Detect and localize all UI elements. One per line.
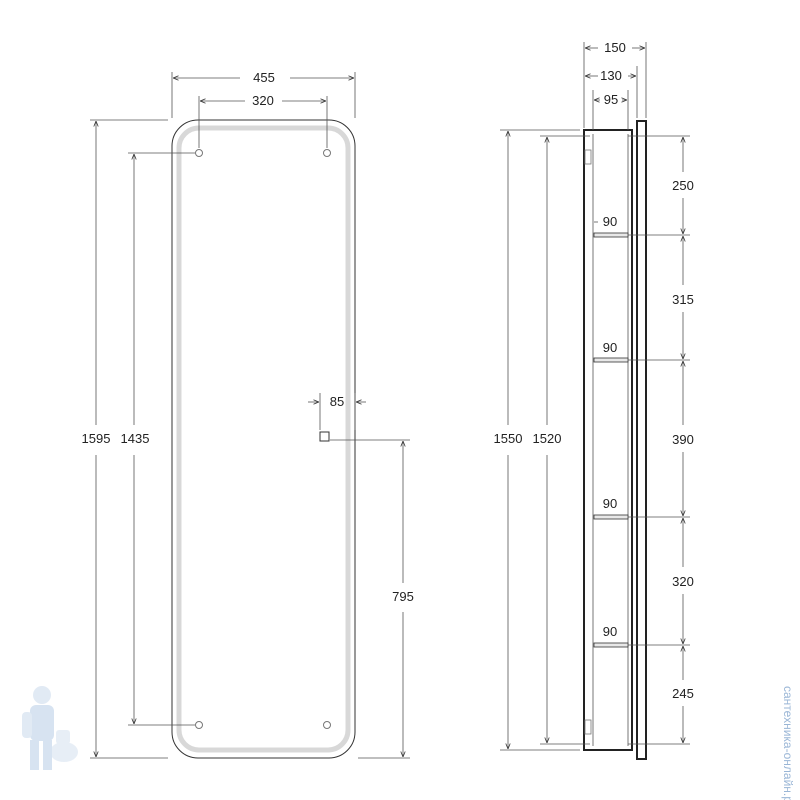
dim-height-total: 1550 (494, 431, 523, 446)
plumber-mascot-icon (22, 686, 78, 770)
dim-overall-height: 1595 (82, 431, 111, 446)
dim-mount-width: 320 (252, 93, 274, 108)
dim-mount-height: 1435 (121, 431, 150, 446)
dim-depth-body: 130 (600, 68, 622, 83)
dim-switch-offset: 85 (330, 394, 344, 409)
shelf-4 (593, 642, 629, 648)
door-panel (636, 120, 647, 760)
shelf-depth-label-1: 90 (603, 214, 617, 229)
shelf-2 (593, 357, 629, 363)
dim-section-3: 390 (672, 432, 694, 447)
dim-section-5: 245 (672, 686, 694, 701)
dim-switch-height: 795 (392, 589, 414, 604)
mount-hole-top-left (195, 149, 203, 157)
dim-depth-total: 150 (604, 40, 626, 55)
dim-section-1: 250 (672, 178, 694, 193)
dim-section-4: 320 (672, 574, 694, 589)
led-strip (176, 125, 351, 753)
mirror-outline (171, 119, 356, 759)
side-view: 90 90 90 90 150 130 95 1550 1520 (494, 40, 694, 760)
watermark-text: сантехника-онлайн.ру (781, 686, 795, 800)
front-view: 455 320 1595 1435 85 795 (82, 70, 414, 759)
mount-hole-bottom-right (323, 721, 331, 729)
shelf-depth-label-2: 90 (603, 340, 617, 355)
touch-switch (319, 431, 330, 442)
mount-hole-top-right (323, 149, 331, 157)
dim-height-inner: 1520 (533, 431, 562, 446)
mount-hole-bottom-left (195, 721, 203, 729)
dim-overall-width: 455 (253, 70, 275, 85)
cabinet-body (583, 129, 633, 751)
dim-section-2: 315 (672, 292, 694, 307)
shelf-depth-label-3: 90 (603, 496, 617, 511)
dim-depth-inner: 95 (604, 92, 618, 107)
shelf-3 (593, 514, 629, 520)
shelf-1 (593, 232, 629, 238)
shelf-depth-label-4: 90 (603, 624, 617, 639)
